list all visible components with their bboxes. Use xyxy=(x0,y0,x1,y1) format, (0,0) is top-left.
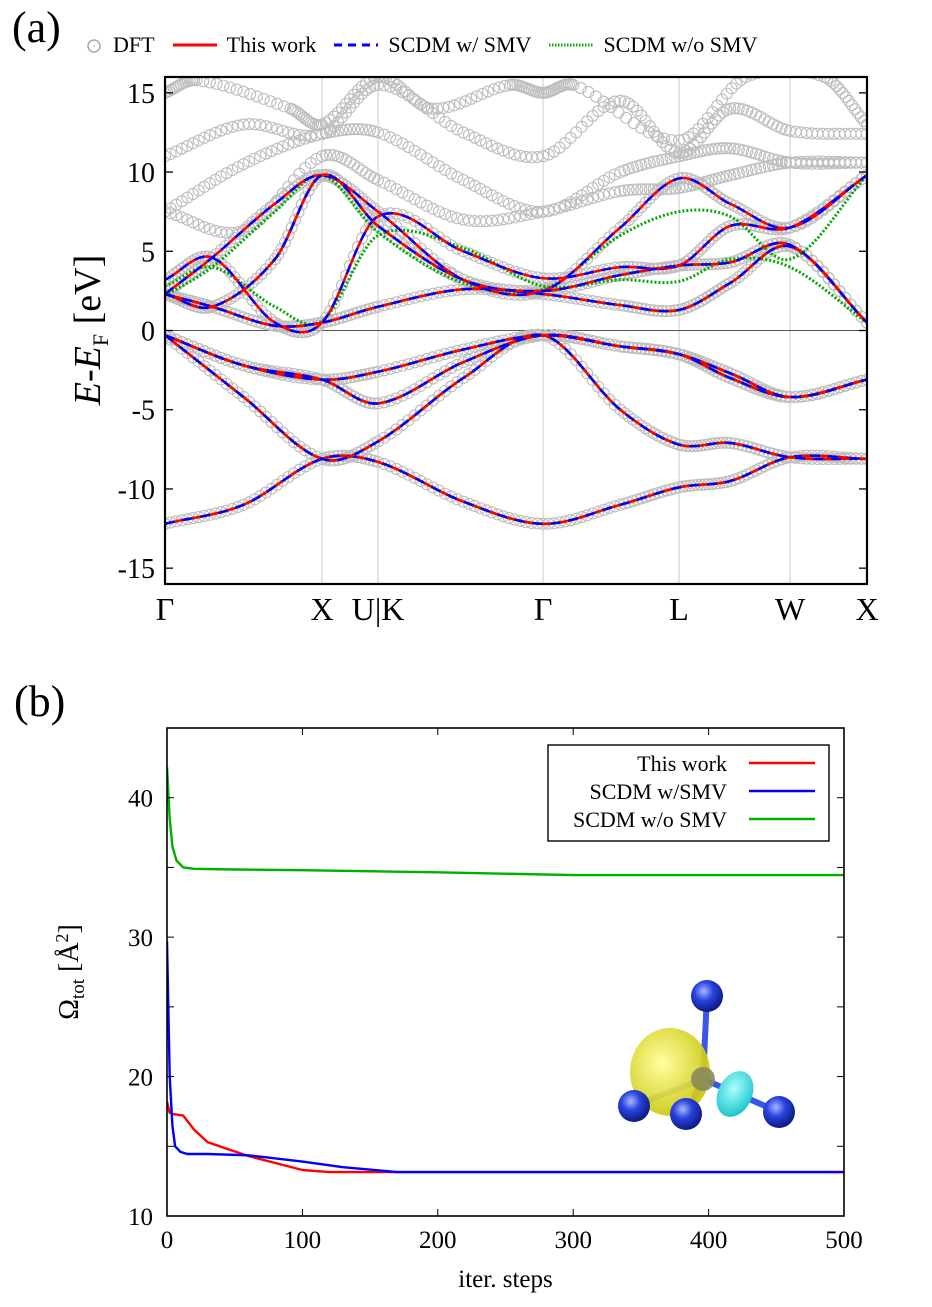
legend-item-scdm-no-smv: SCDM w/o SMV xyxy=(549,32,757,58)
x-tick-label: 500 xyxy=(825,1227,863,1254)
x-axis-label-b: iter. steps xyxy=(458,1266,552,1293)
dotted-line-icon xyxy=(549,43,594,47)
panel-a-label: (a) xyxy=(12,3,61,52)
band-structure-plot: -15 -10 -5 0 5 10 15Γ X U|K Γ L W X E-EF [eV] xyxy=(67,75,879,627)
y-tick-label: 0 xyxy=(141,317,155,348)
legend-label-dft: DFT xyxy=(113,32,155,57)
legend-label: This work xyxy=(637,751,727,776)
legend-item-scdm-smv: SCDM w/ SMV xyxy=(334,32,531,58)
legend-label-scdm-no-smv: SCDM w/o SMV xyxy=(603,32,758,57)
molecule-inset-icon xyxy=(618,980,795,1130)
legend-label-this-work: This work xyxy=(226,32,317,57)
y-tick-label: 40 xyxy=(128,786,153,813)
y-tick-label: -15 xyxy=(118,554,155,585)
plot-frame-b xyxy=(166,727,845,1217)
legend-item-this-work: This work xyxy=(172,32,317,58)
kpoint-label: Γ xyxy=(156,591,175,627)
panel-b-label: (b) xyxy=(14,677,66,726)
spread-convergence-plot: 0 100 200 300 400 500 10 20 30 40 iter. steps Ωtot … xyxy=(52,727,863,1293)
series-line xyxy=(167,766,844,877)
y-tick-label: 30 xyxy=(128,925,153,952)
y-tick-label: 10 xyxy=(127,158,155,189)
x-tick-label: 400 xyxy=(690,1227,728,1254)
legend-label-scdm-smv: SCDM w/ SMV xyxy=(388,32,532,57)
y-tick-label: -10 xyxy=(118,475,155,506)
y-tick-label: 10 xyxy=(128,1204,153,1231)
legend-label: SCDM w/o SMV xyxy=(573,807,727,832)
x-tick-label: 200 xyxy=(419,1227,457,1254)
legend-label: SCDM w/SMV xyxy=(589,779,727,804)
kpoint-label: X xyxy=(310,591,333,627)
kpoint-label: X xyxy=(855,591,878,627)
x-tick-label: 100 xyxy=(284,1227,322,1254)
kpoint-label: Γ xyxy=(534,591,553,627)
x-tick-label: 0 xyxy=(161,1227,174,1254)
open-circle-icon xyxy=(87,39,101,53)
series-line xyxy=(167,941,844,1174)
kpoint-label: L xyxy=(669,591,689,627)
legend-item-dft: DFT xyxy=(85,32,155,58)
y-tick-label: -5 xyxy=(132,396,155,427)
series-line xyxy=(167,1101,844,1174)
y-tick-label: 15 xyxy=(127,79,155,110)
kpoint-label: W xyxy=(775,591,806,627)
x-tick-label: 300 xyxy=(554,1227,592,1254)
dashed-line-icon xyxy=(334,43,379,47)
y-tick-label: 5 xyxy=(141,237,155,268)
y-axis-label-a: E-EF [eV] xyxy=(67,255,113,406)
y-axis-label-b: Ωtot [Å2] xyxy=(52,924,89,1020)
kpoint-label: U|K xyxy=(352,591,405,627)
panel-a-legend: DFT This work SCDM w/ SMV SCDM w/o SMV xyxy=(85,30,775,60)
solid-line-icon xyxy=(172,43,217,47)
y-tick-label: 20 xyxy=(128,1065,153,1092)
